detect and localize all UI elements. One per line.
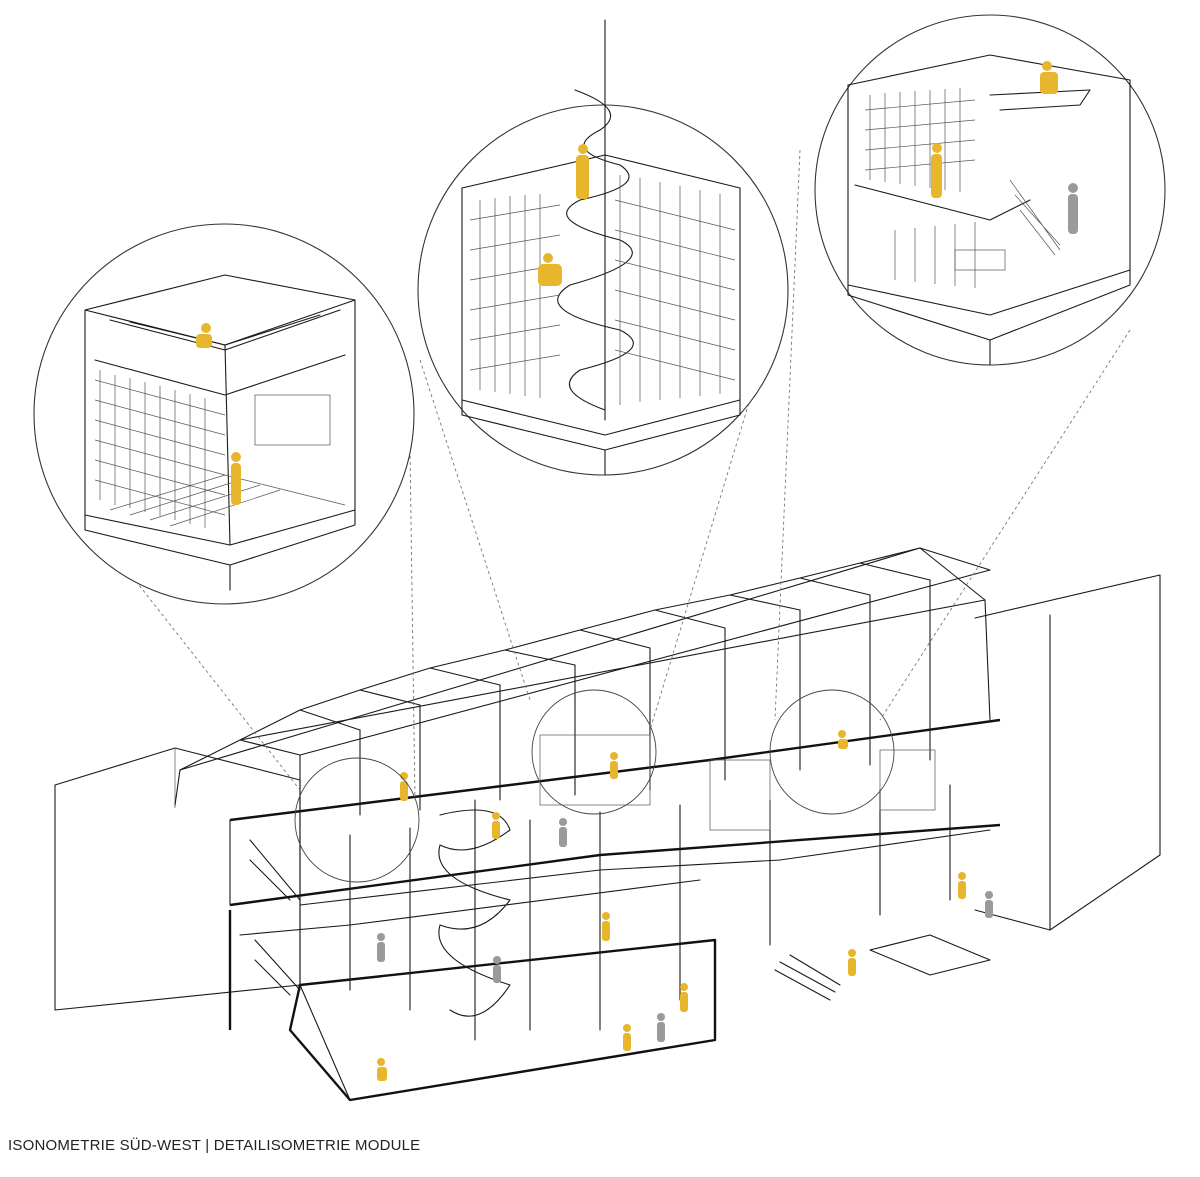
person-yellow [848, 949, 856, 957]
person-yellow [838, 730, 846, 738]
highlight-ring-spiral [531, 689, 657, 815]
detail-lens-spiral [417, 19, 789, 476]
person-grey [493, 956, 501, 964]
person-yellow [602, 912, 610, 920]
person-yellow [958, 872, 966, 880]
drawing-caption: ISONOMETRIE SÜD-WEST | DETAILISOMETRIE M… [8, 1137, 421, 1154]
detail-lens-auditorium [33, 223, 415, 605]
person-yellow [680, 983, 688, 991]
person-yellow [623, 1024, 631, 1032]
person-grey [559, 818, 567, 826]
person-grey [985, 891, 993, 899]
person-yellow [492, 812, 500, 820]
detail-lens-loft [814, 14, 1166, 366]
yellow-figures [377, 730, 966, 1081]
main-building [174, 547, 1001, 1102]
grey-figures [377, 818, 993, 1042]
neighbour-building-right [974, 574, 1161, 931]
highlight-ring-loft [769, 689, 895, 815]
highlight-ring-auditorium [294, 757, 420, 883]
person-grey [377, 933, 385, 941]
person-grey [657, 1013, 665, 1021]
isometric-drawing [33, 14, 1166, 1102]
person-yellow [377, 1058, 385, 1066]
person-yellow [610, 752, 618, 760]
